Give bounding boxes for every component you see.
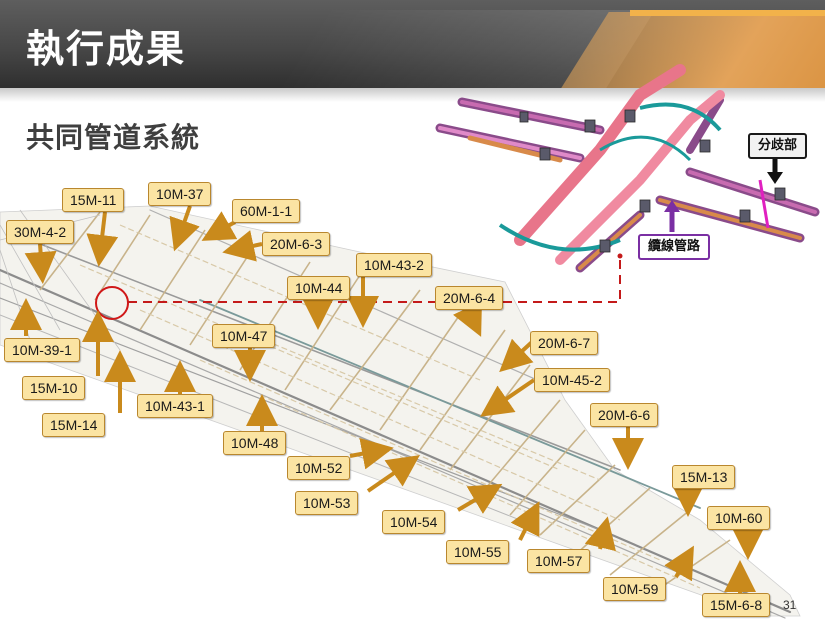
section-title: 共同管道系統 bbox=[26, 121, 201, 154]
label-pointer-arrow bbox=[169, 205, 200, 252]
road-label: 10M-48 bbox=[223, 431, 287, 455]
label-pointer-arrow bbox=[222, 230, 263, 262]
road-label: 10M-45-2 bbox=[534, 368, 610, 392]
label-pointer-arrow bbox=[499, 338, 534, 373]
label-pointer-arrow bbox=[453, 301, 482, 337]
label-pointer-arrow bbox=[349, 437, 394, 470]
label-arrows bbox=[10, 205, 764, 593]
road-label: 30M-4-2 bbox=[6, 220, 75, 244]
inset-branch-marker bbox=[758, 179, 770, 229]
road-label: 10M-55 bbox=[446, 540, 510, 564]
road-label: 10M-60 bbox=[707, 506, 771, 530]
branch-callout-label: 分歧部 bbox=[748, 133, 808, 159]
inset-structure-blocks bbox=[519, 109, 786, 253]
page-number: 31 bbox=[783, 598, 797, 612]
inset-callout-arrows bbox=[664, 157, 783, 232]
road-label: 10M-59 bbox=[603, 577, 667, 601]
road-label: 10M-37 bbox=[148, 182, 212, 206]
label-pointer-arrow bbox=[366, 455, 420, 493]
inset-teal-loop-top bbox=[639, 102, 722, 132]
label-pointer-arrow bbox=[201, 211, 238, 241]
road-label: 60M-1-1 bbox=[232, 199, 301, 223]
service-lines bbox=[79, 224, 701, 589]
label-pointer-arrow bbox=[584, 516, 616, 552]
road-label: 10M-39-1 bbox=[4, 338, 80, 362]
label-pointer-arrow bbox=[480, 378, 536, 417]
road-label: 10M-53 bbox=[295, 491, 359, 515]
road-label: 20M-6-7 bbox=[530, 331, 599, 355]
label-pointer-arrow bbox=[664, 545, 694, 582]
network-map bbox=[0, 205, 801, 619]
road-label: 20M-6-4 bbox=[435, 286, 504, 310]
inset-upper-arm bbox=[686, 96, 724, 154]
label-pointer-arrow bbox=[24, 243, 57, 284]
inset-main-trunk bbox=[514, 64, 686, 246]
road-label: 20M-6-3 bbox=[262, 232, 331, 256]
label-pointer-arrow bbox=[510, 501, 540, 541]
road-label: 10M-43-1 bbox=[137, 394, 213, 418]
road-label: 15M-11 bbox=[62, 188, 125, 212]
road-label: 10M-52 bbox=[287, 456, 351, 480]
junction-3d-inset bbox=[435, 64, 820, 273]
road-label: 15M-6-8 bbox=[702, 593, 771, 617]
header-topline bbox=[630, 10, 825, 16]
road-label: 15M-10 bbox=[22, 376, 86, 400]
road-label: 15M-14 bbox=[42, 413, 106, 437]
dashed-link-endpoint bbox=[617, 253, 623, 259]
road-label: 20M-6-6 bbox=[590, 403, 659, 427]
label-pointer-arrow bbox=[456, 483, 503, 514]
road-label: 10M-44 bbox=[287, 276, 351, 300]
cable-callout-label: 纜線管路 bbox=[638, 234, 711, 260]
road-label: 10M-43-2 bbox=[356, 253, 432, 277]
road-label: 10M-57 bbox=[527, 549, 591, 573]
road-label: 10M-47 bbox=[212, 324, 276, 348]
road-label: 10M-54 bbox=[382, 510, 446, 534]
road-label: 15M-13 bbox=[672, 465, 736, 489]
label-pointer-arrow bbox=[86, 211, 119, 267]
page-title: 執行成果 bbox=[26, 27, 187, 71]
header-band: 執行成果 bbox=[0, 0, 825, 88]
header-shadow bbox=[0, 88, 825, 102]
